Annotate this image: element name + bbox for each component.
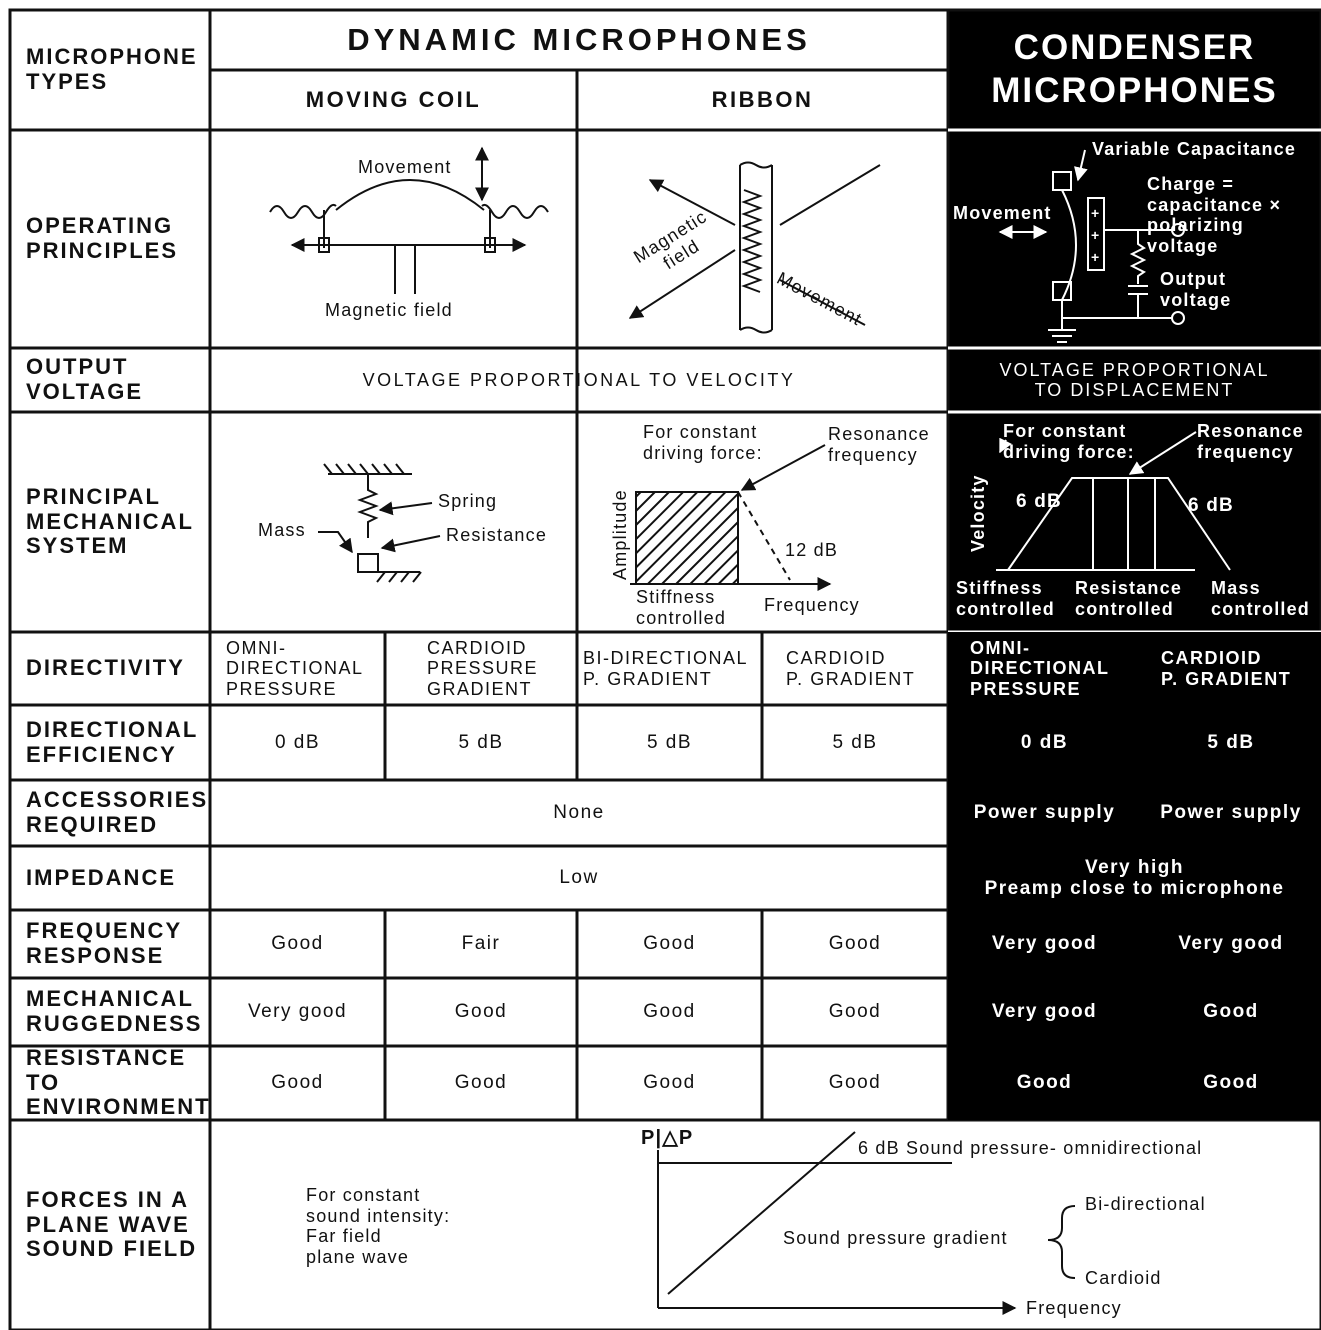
ruggedness-cell: Good <box>828 1001 882 1023</box>
efficiency-cell: 5 dB <box>832 731 878 753</box>
accessories-dynamic: None <box>553 802 605 824</box>
condenser-response-graph <box>996 431 1231 571</box>
condenser-output-voltage: VOLTAGE PROPORTIONAL TO DISPLACEMENT <box>999 359 1270 400</box>
resistance-text: Resistance <box>446 525 548 545</box>
directivity-cell: CARDIOID P. GRADIENT <box>786 648 916 689</box>
ruggedness-cell: Good <box>1141 978 1321 1046</box>
accessories-required-label: ACCESSORIES REQUIRED <box>26 787 209 837</box>
impedance-condenser: Very high Preamp close to microphone <box>948 846 1321 910</box>
cardioid-text: Cardioid <box>1085 1268 1162 1288</box>
frequency-response-cell: Good <box>271 933 324 955</box>
moving-coil-header: MOVING COIL <box>305 86 482 112</box>
efficiency-cell: 0 dB <box>948 705 1141 780</box>
operating-principles-label: OPERATING PRINCIPLES <box>26 213 179 263</box>
environment-cell: Good <box>643 1072 696 1094</box>
dynamic-output-voltage: VOLTAGE PROPORTIONAL TO VELOCITY <box>362 369 796 390</box>
sound-pressure-omni-text: 6 dB Sound pressure- omnidirectional <box>858 1138 1203 1158</box>
svg-text:+: + <box>1091 249 1099 265</box>
ribbon-slope-text: 12 dB <box>785 540 839 560</box>
mass-spring-diagram <box>318 463 441 583</box>
directional-efficiency-label: DIRECTIONAL EFFICIENCY <box>26 716 199 767</box>
environment-cell: Good <box>948 1046 1141 1120</box>
condenser-constant-force-text: For constant driving force: <box>1003 421 1135 462</box>
svg-text:+: + <box>1091 205 1099 221</box>
environment-cell: Good <box>828 1072 882 1094</box>
impedance-label: IMPEDANCE <box>26 864 177 890</box>
bidirectional-text: Bi-directional <box>1085 1194 1206 1214</box>
pressure-gradient-text: Sound pressure gradient <box>783 1228 1008 1248</box>
frequency-response-cell: Fair <box>461 933 501 955</box>
accessories-condenser-cardioid: Power supply <box>1141 780 1321 846</box>
ribbon-header: RIBBON <box>711 86 814 112</box>
impedance-dynamic: Low <box>559 867 599 889</box>
dynamic-microphones-header: DYNAMIC MICROPHONES <box>347 21 811 57</box>
condenser-microphones-header: CONDENSER MICROPHONES <box>991 28 1278 110</box>
mass-text: Mass <box>258 520 306 540</box>
efficiency-cell: 5 dB <box>1141 705 1321 780</box>
directivity-cell: CARDIOID P. GRADIENT <box>1141 632 1321 705</box>
ribbon-frequency-text: Frequency <box>764 595 860 615</box>
ribbon-constant-force-text: For constant driving force: <box>643 422 763 463</box>
frequency-response-cell: Very good <box>1141 910 1321 978</box>
mass-controlled-text: Mass controlled <box>1211 578 1311 619</box>
environment-cell: Good <box>454 1072 508 1094</box>
directivity-cell: BI-DIRECTIONAL P. GRADIENT <box>583 648 749 689</box>
constant-intensity-text: For constant sound intensity: Far field … <box>306 1185 451 1268</box>
microphone-types-label: MICROPHONE TYPES <box>26 44 198 94</box>
condenser-right-slope: 6 dB <box>1188 495 1234 516</box>
directivity-label: DIRECTIVITY <box>26 655 185 681</box>
mechanical-ruggedness-label: MECHANICAL RUGGEDNESS <box>26 986 203 1036</box>
directivity-cell: OMNI- DIRECTIONAL PRESSURE <box>226 638 364 699</box>
directivity-cell: CARDIOID PRESSURE GRADIENT <box>427 638 539 699</box>
moving-coil-magnetic-field-text: Magnetic field <box>325 300 453 320</box>
ribbon-response-graph <box>630 444 832 591</box>
stiffness-controlled-text: Stiffness controlled <box>956 578 1056 619</box>
frequency-axis-label: Frequency <box>1026 1298 1122 1318</box>
directivity-cell: OMNI- DIRECTIONAL PRESSURE <box>948 632 1141 705</box>
resistance-to-environment-label: RESISTANCE TO ENVIRONMENT <box>26 1045 211 1120</box>
spring-text: Spring <box>438 491 498 511</box>
frequency-response-cell: Very good <box>948 910 1141 978</box>
condenser-diagram <box>998 149 1185 343</box>
environment-cell: Good <box>271 1072 324 1094</box>
output-voltage-text: Output voltage <box>1160 269 1232 310</box>
pressure-axis-label: P|△P <box>641 1127 694 1149</box>
frequency-response-label: FREQUENCY RESPONSE <box>26 918 183 968</box>
output-voltage-label: OUTPUT VOLTAGE <box>26 354 144 404</box>
ruggedness-cell: Good <box>643 1001 696 1023</box>
ribbon-stiffness-text: Stiffness controlled <box>636 587 727 628</box>
forces-in-plane-wave-label: FORCES IN A PLANE WAVE SOUND FIELD <box>26 1187 198 1262</box>
condenser-resonance-text: Resonance frequency <box>1197 421 1304 462</box>
efficiency-cell: 5 dB <box>646 731 693 753</box>
condenser-left-slope: 6 dB <box>1016 491 1062 512</box>
charge-formula-text: Charge = capacitance × polarizing voltag… <box>1147 174 1282 257</box>
ribbon-resonance-text: Resonance frequency <box>828 424 930 465</box>
moving-coil-movement-text: Movement <box>358 157 452 177</box>
principal-mechanical-system-label: PRINCIPAL MECHANICAL SYSTEM <box>26 484 194 559</box>
frequency-response-cell: Good <box>643 933 696 955</box>
moving-coil-diagram <box>269 146 549 294</box>
variable-capacitance-text: Variable Capacitance <box>1092 139 1297 159</box>
svg-text:+: + <box>1091 227 1099 243</box>
frequency-response-cell: Good <box>828 933 882 955</box>
resistance-controlled-text: Resistance controlled <box>1075 578 1183 619</box>
efficiency-cell: 5 dB <box>458 731 504 753</box>
ruggedness-cell: Very good <box>948 978 1141 1046</box>
ribbon-diagram <box>628 161 881 334</box>
condenser-movement-text: Movement <box>953 203 1052 223</box>
accessories-condenser-omni: Power supply <box>948 780 1141 846</box>
efficiency-cell: 0 dB <box>274 731 321 753</box>
environment-cell: Good <box>1141 1046 1321 1120</box>
ruggedness-cell: Good <box>454 1001 508 1023</box>
ruggedness-cell: Very good <box>247 1001 348 1023</box>
